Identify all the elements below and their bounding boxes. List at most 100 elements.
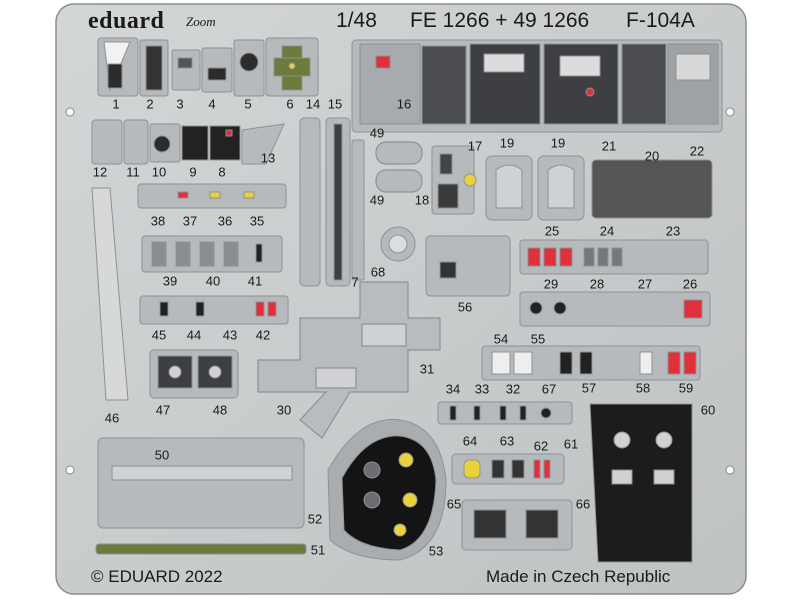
part-number-51: 51	[310, 542, 326, 558]
part-56	[425, 235, 511, 297]
part-number-48: 48	[212, 402, 228, 418]
part-number-19: 19	[499, 135, 515, 151]
mounting-hole	[65, 107, 75, 117]
part-number-4: 4	[208, 96, 216, 112]
zoom-mark: Zoom	[186, 14, 216, 29]
parts-65-66	[461, 499, 573, 551]
part-number-65: 65	[446, 496, 462, 512]
part-number-39: 39	[162, 273, 178, 289]
parts-1-6	[97, 37, 319, 97]
parts-39-41	[141, 235, 283, 273]
part-number-17: 17	[467, 138, 483, 154]
part-number-61: 61	[563, 436, 579, 452]
part-number-62: 62	[533, 438, 549, 454]
part-49	[375, 141, 423, 193]
parts-8-13	[91, 119, 285, 165]
part-number-16: 16	[396, 96, 412, 112]
side-consoles	[351, 39, 723, 133]
part-number-10: 10	[151, 164, 167, 180]
part-number-60: 60	[700, 402, 716, 418]
parts-7-14-15	[299, 117, 365, 287]
part-number-49: 49	[369, 192, 385, 208]
part-number-54: 54	[493, 331, 509, 347]
scale-label: 1/48	[336, 9, 377, 32]
part-number-57: 57	[581, 380, 597, 396]
product-code: FE 1266 + 49 1266	[410, 9, 590, 32]
part-number-5: 5	[244, 96, 252, 112]
part-number-50: 50	[154, 447, 170, 463]
part-68	[380, 226, 416, 262]
parts-61-64	[451, 453, 565, 485]
parts-47-48	[149, 349, 239, 399]
mounting-hole	[725, 107, 735, 117]
brand-logo: eduard	[88, 8, 165, 34]
part-number-25: 25	[544, 223, 560, 239]
part-number-22: 22	[689, 143, 705, 159]
part-number-35: 35	[249, 213, 265, 229]
origin-label: Made in Czech Republic	[486, 567, 671, 586]
parts-19-20	[485, 155, 713, 221]
part-number-18: 18	[414, 192, 430, 208]
part-number-67: 67	[541, 381, 557, 397]
part-number-3: 3	[176, 96, 184, 112]
part-number-36: 36	[217, 213, 233, 229]
part-number-32: 32	[505, 381, 521, 397]
parts-50-51	[95, 437, 307, 555]
part-number-56: 56	[457, 299, 473, 315]
part-number-49: 49	[369, 125, 385, 141]
part-number-38: 38	[150, 213, 166, 229]
part-number-68: 68	[370, 264, 386, 280]
part-number-40: 40	[205, 273, 221, 289]
parts-54-59	[481, 345, 701, 381]
parts-52-53	[327, 418, 447, 561]
part-number-33: 33	[474, 381, 490, 397]
part-number-41: 41	[247, 273, 263, 289]
part-number-9: 9	[189, 164, 197, 180]
part-number-24: 24	[599, 223, 615, 239]
part-number-45: 45	[151, 327, 167, 343]
part-number-1: 1	[112, 96, 120, 112]
part-number-28: 28	[589, 276, 605, 292]
part-number-8: 8	[218, 164, 226, 180]
part-number-59: 59	[678, 380, 694, 396]
part-number-52: 52	[307, 511, 323, 527]
parts-17-18	[431, 145, 477, 215]
part-number-63: 63	[499, 433, 515, 449]
part-number-43: 43	[222, 327, 238, 343]
part-number-42: 42	[255, 327, 271, 343]
part-46	[91, 187, 129, 401]
part-number-21: 21	[601, 138, 617, 154]
part-number-15: 15	[327, 96, 343, 112]
part-number-20: 20	[644, 148, 660, 164]
parts-35-38	[137, 183, 287, 209]
parts-23-29	[519, 239, 711, 327]
part-number-19: 19	[550, 135, 566, 151]
part-number-23: 23	[665, 223, 681, 239]
part-number-30: 30	[276, 402, 292, 418]
part-number-14: 14	[305, 96, 321, 112]
part-number-55: 55	[530, 331, 546, 347]
part-number-6: 6	[286, 96, 294, 112]
part-number-34: 34	[445, 381, 461, 397]
mounting-hole	[65, 465, 75, 475]
part-number-26: 26	[682, 276, 698, 292]
part-60	[589, 403, 693, 563]
part-number-44: 44	[186, 327, 202, 343]
copyright: © EDUARD 2022	[91, 567, 223, 586]
part-number-7: 7	[351, 274, 359, 290]
part-number-64: 64	[462, 433, 478, 449]
parts-42-45	[139, 295, 289, 325]
part-number-31: 31	[419, 361, 435, 377]
part-number-58: 58	[635, 380, 651, 396]
mounting-hole	[725, 465, 735, 475]
part-number-47: 47	[155, 402, 171, 418]
parts-32-34-67	[437, 401, 573, 425]
part-number-29: 29	[543, 276, 559, 292]
part-number-2: 2	[146, 96, 154, 112]
model-name: F-104A	[626, 9, 695, 32]
part-number-53: 53	[428, 543, 444, 559]
part-number-27: 27	[637, 276, 653, 292]
parts-30-31	[257, 281, 441, 439]
part-number-12: 12	[92, 164, 108, 180]
